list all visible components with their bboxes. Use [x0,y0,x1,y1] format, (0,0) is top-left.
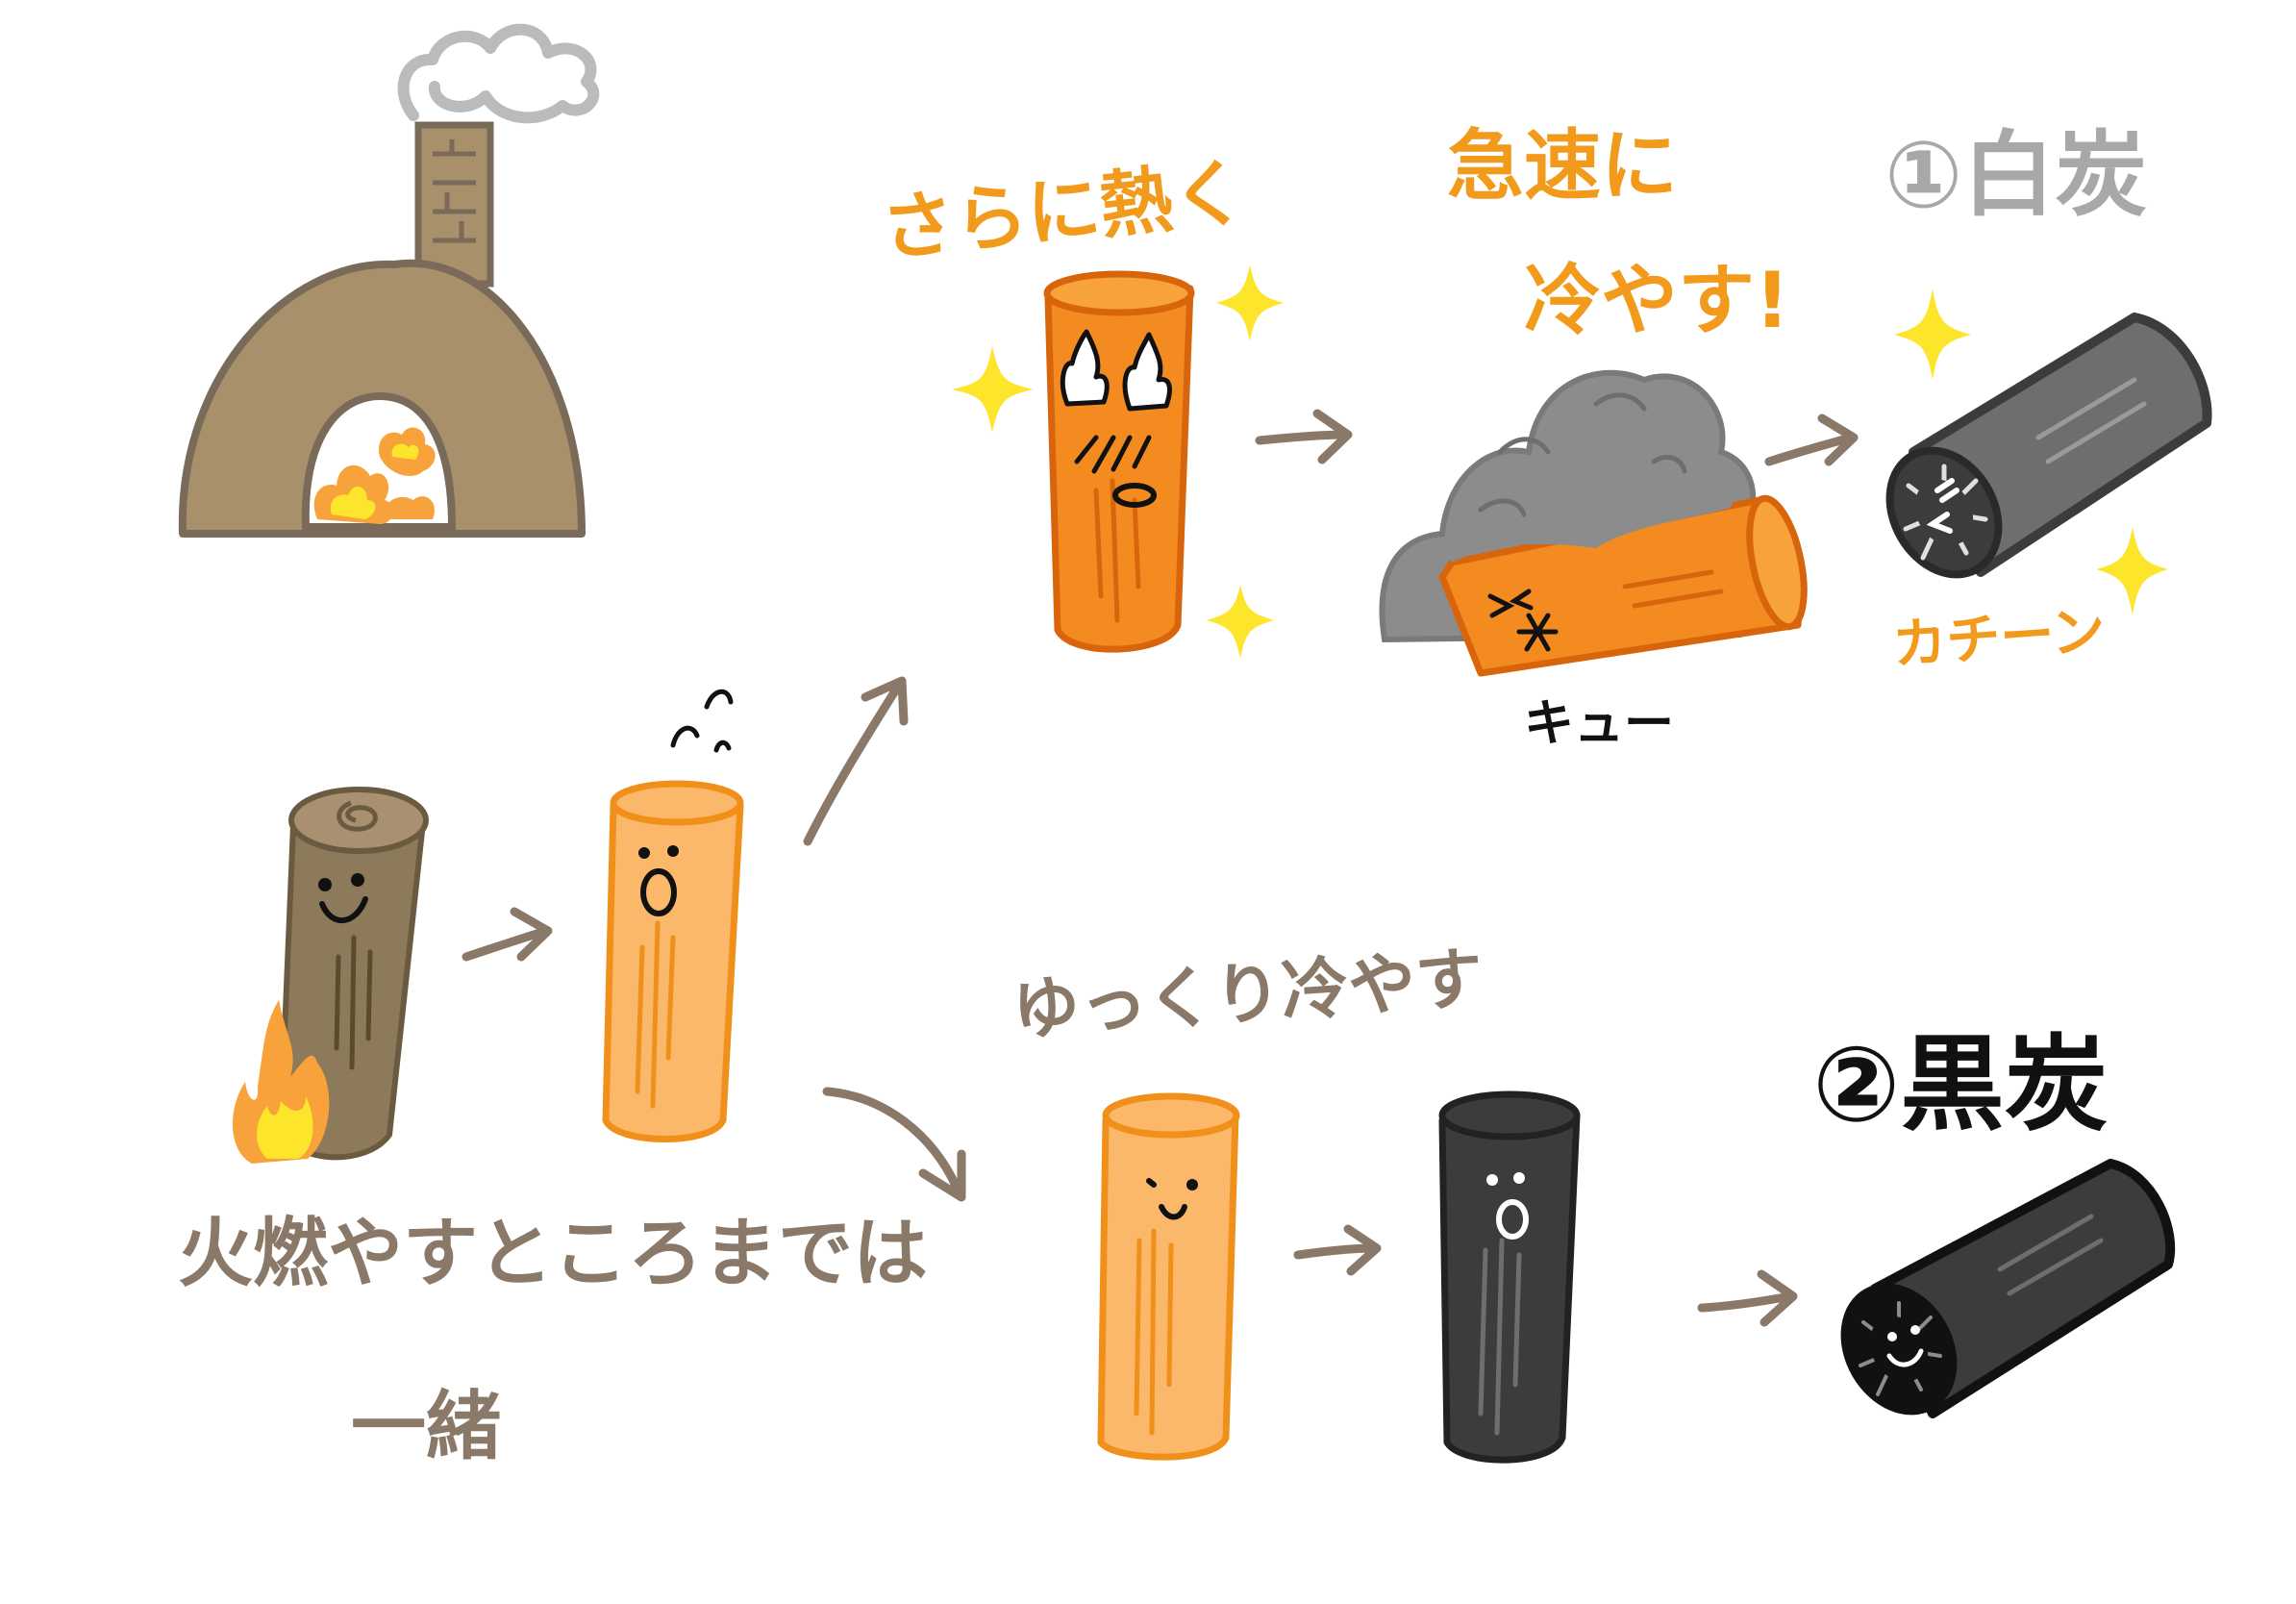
cooling-orange-log-grain [1134,1228,1174,1436]
black-charcoal-grain [1997,1214,2104,1296]
arrow-to-black-path [822,1087,966,1202]
black-charcoal-face [1886,1325,1924,1367]
black-log-top [1438,1090,1581,1140]
black-log-grain [1478,1238,1522,1436]
label-cool-fast-2: 冷やす! [1524,256,1789,345]
arrow-to-ash [1255,409,1353,464]
sparkles-white [1894,288,2168,615]
arrow-to-black-charcoal [1697,1269,1798,1327]
extra-hot-log-top [1043,270,1195,316]
black-charcoal [1840,1159,2176,1418]
heated-log-face [638,845,679,916]
raw-log-rings [337,800,378,832]
kiln [178,23,600,538]
heated-log-top [610,780,744,826]
extra-hot-log-body [1044,285,1194,653]
cooling-orange-log [1097,1092,1240,1461]
log-fire [232,1000,330,1164]
cooling-log-end [1746,494,1808,631]
raw-log [232,787,429,1164]
surprise-marks [670,689,734,753]
label-kachin: カチーン [1890,600,2107,677]
stress-lines [1074,435,1152,474]
white-charcoal-face [1926,478,1959,534]
extra-hot-log-grain [1093,478,1141,623]
raw-log-grain [334,935,373,1070]
label-white-charcoal: ①白炭 [1884,121,2147,229]
label-together: 一緒 [351,1384,501,1470]
cooling-orange-log-face [1146,1178,1198,1220]
raw-log-face [318,873,368,924]
smoke [397,23,600,124]
heated-log-grain [635,920,676,1109]
black-log-face [1486,1172,1529,1240]
kiln-fire [313,427,436,524]
ash-pile-texture [1478,392,1687,517]
black-log-body [1438,1112,1581,1464]
flame-eyes [1060,329,1172,412]
arrow-to-white-charcoal [1764,414,1859,466]
raw-log-top [288,787,429,854]
cooling-log-grain [1622,569,1724,609]
label-black-charcoal: ②黒炭 [1812,1025,2108,1145]
white-charcoal [1885,288,2212,615]
extra-hot-log-mouth [1112,483,1157,508]
ash-cooling [1379,369,1808,677]
label-cool-slow: ゆっくり冷やす [1010,939,1485,1050]
extra-hot-log [952,264,1284,659]
heated-log [602,689,744,1142]
arrow-to-hot-log [462,907,553,962]
cooling-orange-log-top [1102,1092,1240,1139]
label-burn-until: 火燃やすところまでは [178,1211,928,1297]
label-cool-fast-1: 急速に [1447,121,1678,211]
label-heat-more: さらに熱く [878,149,1250,272]
ash-on-log [1442,490,1735,563]
label-kyu: キュー [1524,695,1674,753]
arrow-to-black-log [1293,1224,1382,1276]
black-log [1438,1090,1581,1464]
white-charcoal-grain [2035,377,2147,464]
sparkles-hot [952,264,1284,659]
arrow-to-white-path [803,676,909,846]
chimney-bricks [433,139,476,243]
cooling-log-face [1487,589,1559,652]
